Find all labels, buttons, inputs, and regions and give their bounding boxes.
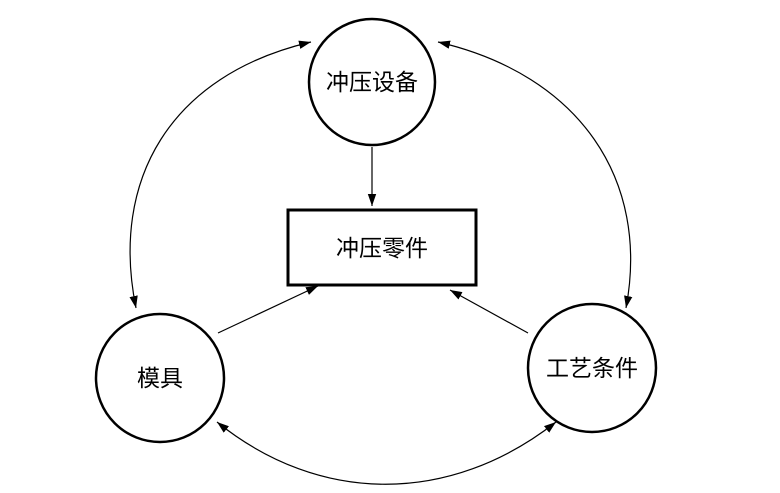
node-part: 冲压零件 — [286, 208, 478, 287]
node-process: 工艺条件 — [526, 302, 658, 434]
edge-equipment-process — [437, 40, 633, 309]
node-equipment-label: 冲压设备 — [326, 70, 418, 96]
node-process-label: 工艺条件 — [546, 356, 638, 382]
node-equipment: 冲压设备 — [307, 17, 437, 147]
node-die-label: 模具 — [137, 366, 183, 392]
edge-die-process — [216, 421, 557, 485]
edge-equipment-die — [129, 40, 312, 309]
edge-die-part — [217, 285, 319, 334]
node-die: 模具 — [94, 312, 226, 444]
node-part-label: 冲压零件 — [336, 236, 428, 262]
edge-process-part — [449, 289, 529, 334]
